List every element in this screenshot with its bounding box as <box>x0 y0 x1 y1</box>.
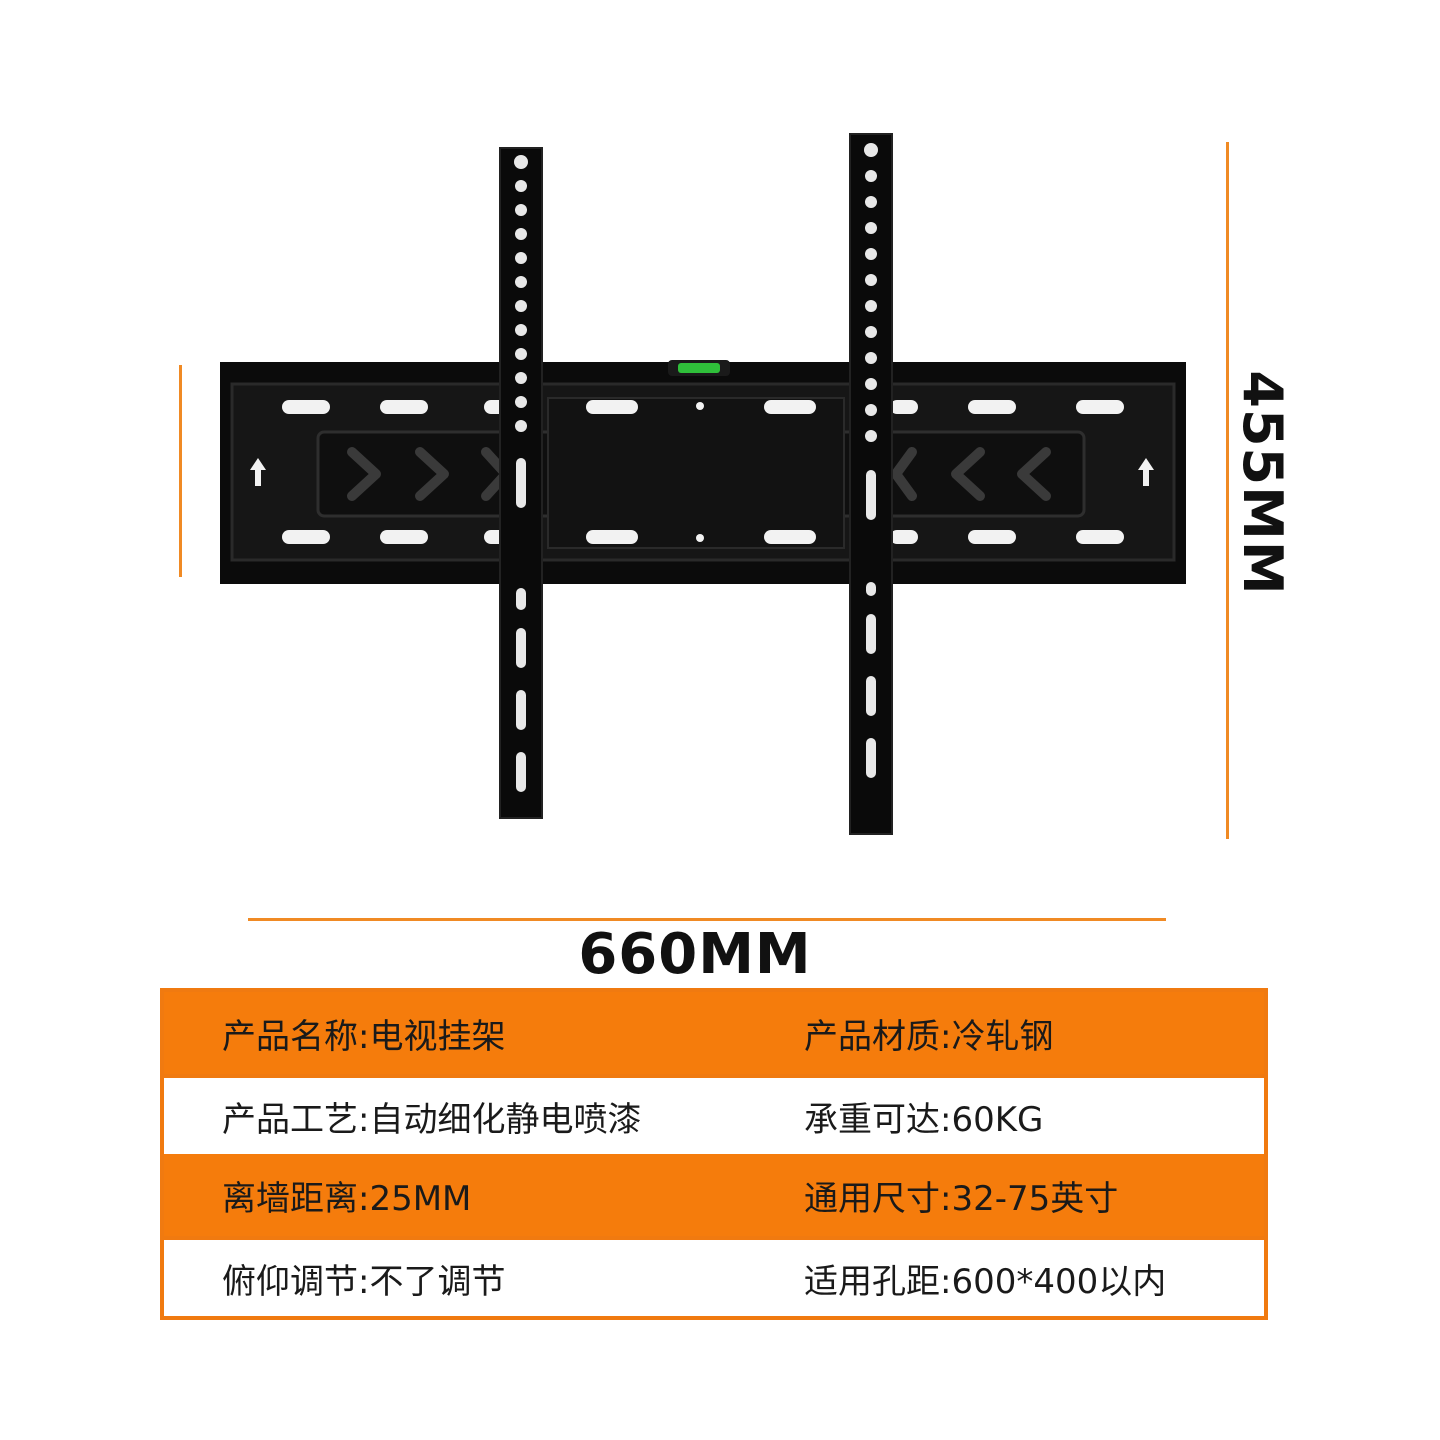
spec-table: 产品名称:电视挂架 产品材质:冷轧钢 产品工艺:自动细化静电喷漆 承重可达:60… <box>160 988 1268 1320</box>
width-dimension-line <box>248 918 1166 921</box>
spec-cell: 俯仰调节:不了调节 <box>222 1261 506 1302</box>
height-dimension-line <box>1226 142 1229 839</box>
spec-cell: 离墙距离:25MM <box>222 1178 472 1219</box>
spec-cell: 产品名称:电视挂架 <box>222 1016 506 1057</box>
spec-row: 离墙距离:25MM 通用尺寸:32-75英寸 <box>164 1154 1264 1236</box>
width-label: 660MM <box>578 922 812 987</box>
spec-cell: 产品工艺:自动细化静电喷漆 <box>222 1099 642 1140</box>
tv-wall-mount-bracket-icon <box>220 133 1186 835</box>
spec-row: 产品工艺:自动细化静电喷漆 承重可达:60KG <box>164 1078 1264 1154</box>
spec-row: 产品名称:电视挂架 产品材质:冷轧钢 <box>164 992 1264 1074</box>
spec-cell: 产品材质:冷轧钢 <box>804 1016 1054 1057</box>
spec-cell: 适用孔距:600*400以内 <box>804 1261 1167 1302</box>
plate-height-dimension-line <box>179 365 182 577</box>
spec-row: 俯仰调节:不了调节 适用孔距:600*400以内 <box>164 1240 1264 1316</box>
height-label: 455MM <box>1231 370 1294 596</box>
spec-cell: 承重可达:60KG <box>804 1099 1044 1140</box>
spec-cell: 通用尺寸:32-75英寸 <box>804 1178 1119 1219</box>
